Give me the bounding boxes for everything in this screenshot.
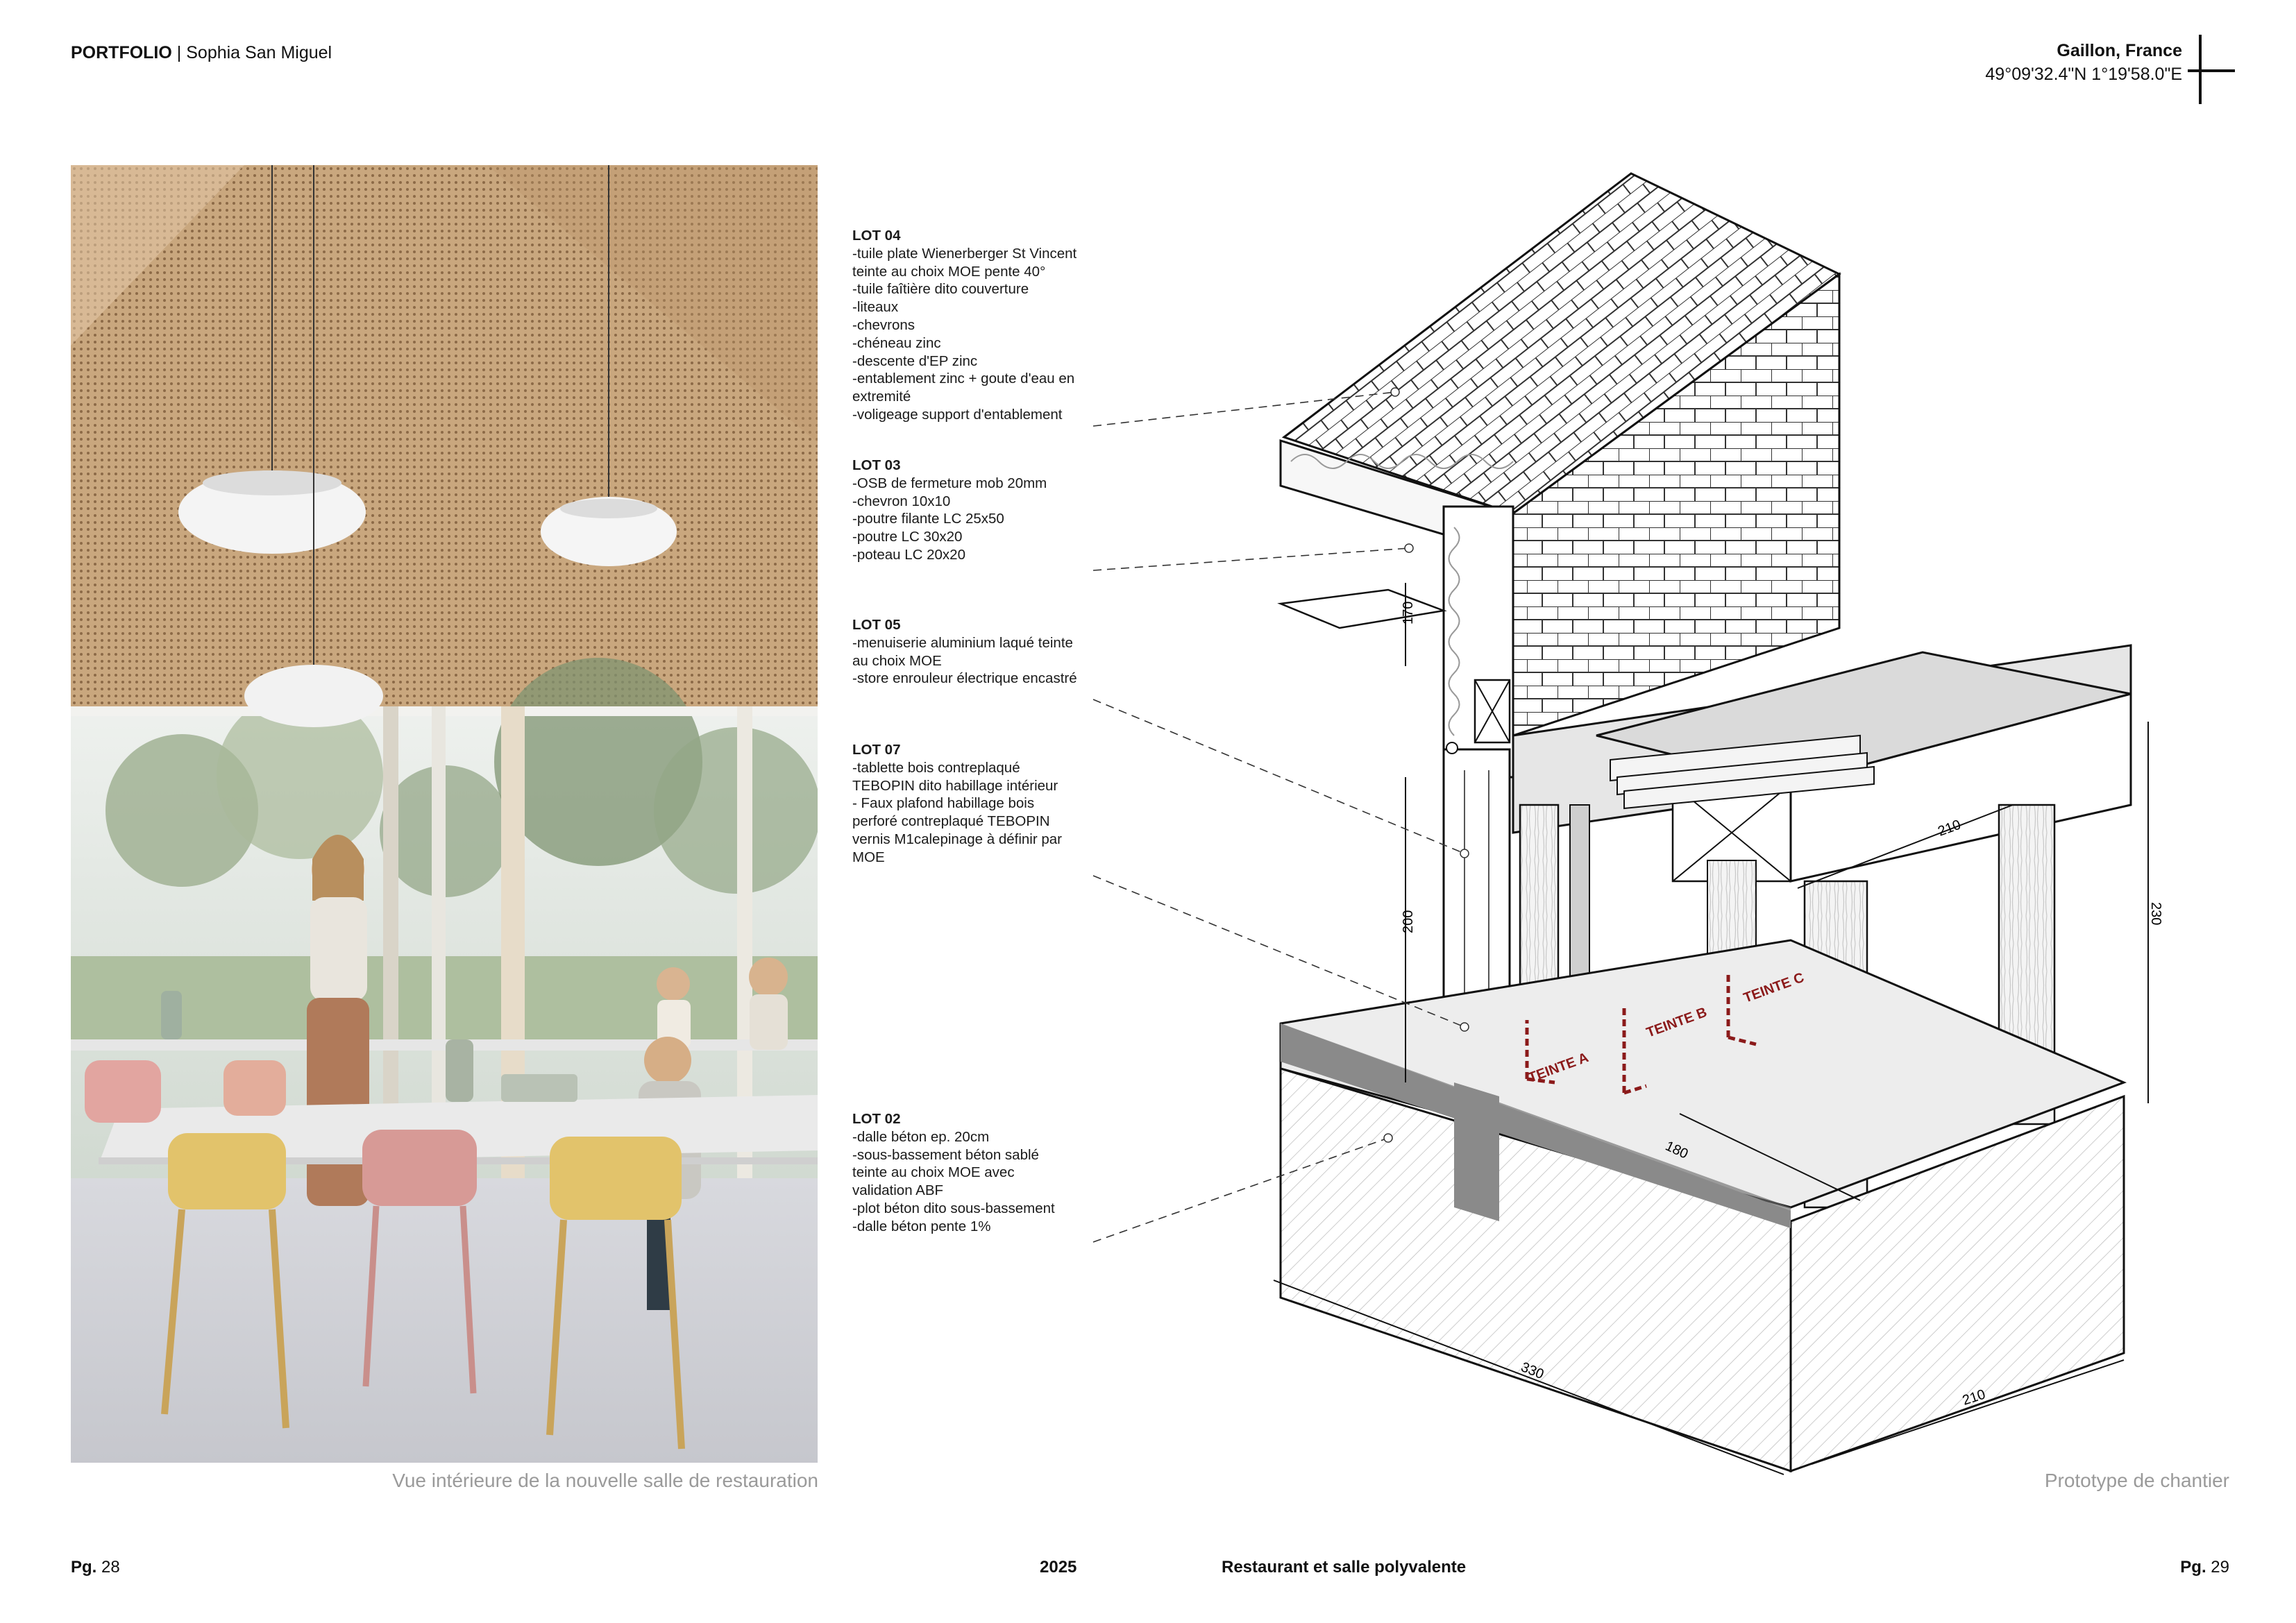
lot-line: -chéneau zinc xyxy=(852,334,941,351)
page-label: Pg. xyxy=(71,1558,97,1577)
portfolio-label: PORTFOLIO xyxy=(71,43,172,62)
page-number-left: Pg. 28 xyxy=(71,1558,120,1577)
lot-title: LOT 05 xyxy=(852,617,901,633)
lot-line: -liteaux xyxy=(852,299,899,316)
page-number: 29 xyxy=(2211,1558,2229,1577)
lot-title: LOT 02 xyxy=(852,1111,901,1127)
lot-line: -poteau LC 20x20 xyxy=(852,546,965,563)
location-coordinates: 49°09'32.4"N 1°19'58.0"E xyxy=(1985,65,2182,84)
lot-line: -poutre LC 30x20 xyxy=(852,529,963,545)
author-name: Sophia San Miguel xyxy=(186,43,332,62)
lot-line: MOE xyxy=(852,849,885,865)
lot-line: TEBOPIN dito habillage intérieur xyxy=(852,777,1058,794)
lot-line: -voligeage support d'entablement xyxy=(852,406,1063,423)
lot-04-block: LOT 04 -tuile plate Wienerberger St Vinc… xyxy=(852,227,1116,424)
lot-line: -menuiserie aluminium laqué teinte xyxy=(852,634,1073,651)
lot-line: -tablette bois contreplaqué xyxy=(852,759,1020,776)
lot-line: - Faux plafond habillage bois xyxy=(852,795,1035,812)
header-title: PORTFOLIO | Sophia San Miguel xyxy=(71,43,332,63)
crosshair-mark-vertical xyxy=(2199,35,2202,104)
lot-line: -entablement zinc + goute d'eau en xyxy=(852,371,1075,387)
page-label: Pg. xyxy=(2180,1558,2206,1577)
dim-230: 230 xyxy=(2148,902,2163,925)
lot-line: -chevrons xyxy=(852,316,915,333)
lot-title: LOT 04 xyxy=(852,228,901,244)
lot-07-block: LOT 07 -tablette bois contreplaqué TEBOP… xyxy=(852,741,1116,867)
lot-line: -store enrouleur électrique encastré xyxy=(852,670,1077,687)
location-city: Gaillon, France xyxy=(2057,41,2182,60)
lot-title: LOT 03 xyxy=(852,457,901,473)
footer-project-title: Restaurant et salle polyvalente xyxy=(1222,1558,1467,1577)
lot-03-block: LOT 03 -OSB de fermeture mob 20mm -chevr… xyxy=(852,457,1116,564)
construction-detail-drawing: TEINTE A TEINTE B TEINTE C 170 200 210 2… xyxy=(1083,167,2228,1485)
lot-line: validation ABF xyxy=(852,1182,944,1199)
interior-render-image xyxy=(71,165,818,1463)
lot-line: -tuile faîtière dito couverture xyxy=(852,281,1029,298)
lot-05-block: LOT 05 -menuiserie aluminium laqué teint… xyxy=(852,616,1116,688)
page-number: 28 xyxy=(101,1558,120,1577)
lot-line: perforé contreplaqué TEBOPIN xyxy=(852,813,1050,830)
lot-line: -chevron 10x10 xyxy=(852,493,951,509)
lot-line: -dalle béton pente 1% xyxy=(852,1218,991,1234)
location-block: Gaillon, France 49°09'32.4"N 1°19'58.0"E xyxy=(1985,39,2182,86)
lot-02-block: LOT 02 -dalle béton ep. 20cm -sous-basse… xyxy=(852,1110,1116,1236)
header-separator: | xyxy=(176,43,182,62)
dim-200: 200 xyxy=(1401,910,1416,933)
lot-line: teinte au choix MOE pente 40° xyxy=(852,263,1046,280)
lot-line: extremité xyxy=(852,389,911,405)
dim-170: 170 xyxy=(1401,602,1416,624)
lot-title: LOT 07 xyxy=(852,742,901,758)
lot-line: -tuile plate Wienerberger St Vincent xyxy=(852,245,1077,262)
crosshair-mark-horizontal xyxy=(2188,69,2235,72)
lot-line: -plot béton dito sous-bassement xyxy=(852,1200,1055,1216)
lot-line: vernis M1calepinage à définir par xyxy=(852,831,1062,847)
lot-line: -sous-bassement béton sablé xyxy=(852,1146,1039,1163)
page-number-right: Pg. 29 xyxy=(2180,1558,2229,1577)
lot-line: -dalle béton ep. 20cm xyxy=(852,1128,990,1145)
footer-year: 2025 xyxy=(1040,1558,1077,1577)
lot-line: -descente d'EP zinc xyxy=(852,352,978,369)
lot-line: -poutre filante LC 25x50 xyxy=(852,511,1004,527)
photo-caption: Vue intérieure de la nouvelle salle de r… xyxy=(392,1470,818,1491)
lot-line: au choix MOE xyxy=(852,652,942,669)
drawing-caption: Prototype de chantier xyxy=(2044,1470,2229,1491)
lot-line: teinte au choix MOE avec xyxy=(852,1164,1015,1181)
lot-line: -OSB de fermeture mob 20mm xyxy=(852,475,1047,491)
